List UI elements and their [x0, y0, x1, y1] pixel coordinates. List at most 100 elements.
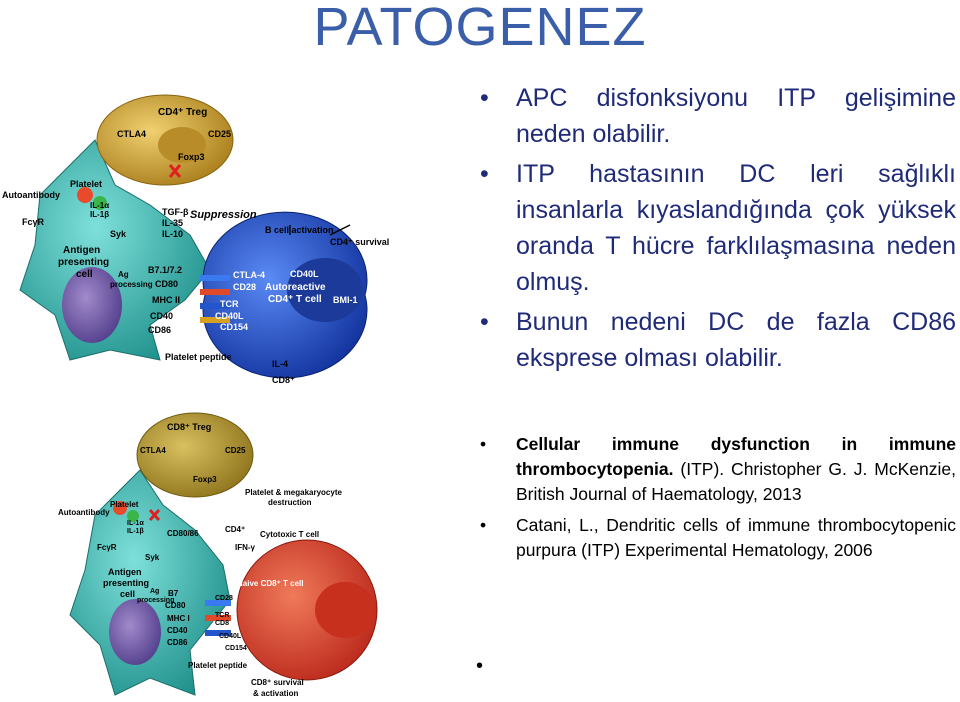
label-treg: CD4⁺ Treg: [158, 107, 207, 118]
bullet-dot: •: [480, 434, 487, 454]
apc-nucleus-2: [109, 599, 161, 665]
label2-cd80: CD80: [165, 601, 186, 610]
label2-destruction-2: destruction: [268, 498, 312, 507]
label2-cd8-survival: CD8⁺ survival: [251, 678, 304, 687]
label2-cd86: CD86: [167, 638, 188, 647]
label-autoreactive: Autoreactive: [265, 282, 326, 293]
label-il35: IL-35: [162, 218, 183, 228]
label2-autoantibody: Autoantibody: [58, 508, 110, 517]
label2-cd4: CD4⁺: [225, 525, 245, 534]
label-b-cell-activation: B cell activation: [265, 225, 334, 235]
naive-cd8-t-cell: [236, 539, 378, 681]
label2-apc2: presenting: [103, 578, 149, 588]
label-syk: Syk: [110, 229, 127, 239]
label-il1a: IL-1α: [90, 201, 109, 210]
label-tgfb: TGF-β: [162, 207, 189, 217]
page-title: PATOGENEZ: [313, 0, 647, 57]
label-suppression: Suppression: [190, 209, 257, 221]
label-cd86: CD86: [148, 325, 171, 335]
main-bullet-list: • APC disfonksiyonu ITP gelişimine neden …: [480, 80, 956, 380]
label-cd40: CD40: [150, 311, 173, 321]
bullet-text: ITP hastasının DC leri sağlıklı insanlar…: [516, 160, 956, 296]
label-autoantibody: Autoantibody: [2, 190, 60, 200]
reference-item: • Cellular immune dysfunction in immune t…: [480, 432, 956, 507]
label2-tcr: TCR: [215, 612, 229, 619]
bullet-dot: •: [480, 515, 487, 535]
reference-citation: Catani, L., Dendritic cells of immune th…: [516, 515, 956, 560]
label2-cd8: CD8: [215, 620, 229, 627]
bullet-text: APC disfonksiyonu ITP gelişimine neden o…: [516, 84, 956, 148]
bullet-dot: •: [480, 160, 489, 188]
apc-nucleus: [62, 267, 122, 343]
label2-fcyr: FcγR: [97, 543, 117, 552]
cd8-treg-cell: [136, 412, 254, 498]
bullet-item: • APC disfonksiyonu ITP gelişimine neden …: [480, 80, 956, 152]
label2-cd154: CD154: [225, 645, 247, 652]
label2-il1b: IL-1β: [127, 528, 144, 535]
label2-mhc: MHC I: [167, 614, 190, 623]
bullet-item: • Bunun nedeni DC de fazla CD86 eksprese…: [480, 304, 956, 376]
label-foxp3: Foxp3: [178, 152, 205, 162]
label2-il1a: IL-1α: [127, 520, 144, 527]
label-ag-processing: processing: [110, 280, 153, 289]
autoreactive-t-cell: [202, 211, 368, 379]
label-ctla4: CTLA4: [117, 129, 146, 139]
label2-destruction-1: Platelet & megakaryocyte: [245, 488, 342, 497]
label-fcyr: FcγR: [22, 217, 45, 227]
label2-apc1: Antigen: [108, 567, 142, 577]
label-cd40l: CD40L: [215, 311, 244, 321]
label-b7: B7.1/7.2: [148, 265, 182, 275]
reference-title: Cellular immune dysfunction in immune th…: [516, 434, 956, 479]
diagram-cd8-treg-pathway: CD8⁺ Treg CTLA4 CD25 Foxp3 Autoantibody …: [58, 412, 378, 698]
label2-cd25: CD25: [225, 446, 246, 455]
reference-item: • Catani, L., Dendritic cells of immune t…: [480, 513, 956, 563]
label-platelet-peptide: Platelet peptide: [165, 352, 232, 362]
label-cd80: CD80: [155, 279, 178, 289]
bullet-dot: •: [480, 308, 489, 336]
bullet-dot: •: [480, 84, 489, 112]
reference-citation: (ITP). Christopher G. J. McKenzie, Briti…: [516, 459, 956, 504]
label-il1b: IL-1β: [90, 210, 109, 219]
label-apc1: Antigen: [63, 245, 100, 256]
bullet-item: • ITP hastasının DC leri sağlıklı insanla…: [480, 156, 956, 300]
label2-ifn-gamma: IFN-γ: [235, 543, 256, 552]
label-il10: IL-10: [162, 229, 183, 239]
label2-activation: & activation: [253, 689, 298, 698]
label-cd4-survival: CD4⁺ survival: [330, 237, 389, 247]
label-cd25: CD25: [208, 129, 231, 139]
label2-cd80-86: CD80/86: [167, 529, 199, 538]
t-cell-nucleus: [287, 258, 363, 322]
label-apc2: presenting: [58, 257, 109, 268]
label2-platelet-peptide: Platelet peptide: [188, 661, 248, 670]
label2-platelet: Platelet: [110, 500, 139, 509]
bullet-text: Bunun nedeni DC de fazla CD86 eksprese o…: [516, 308, 956, 372]
label-ag: Ag: [118, 270, 129, 279]
label2-cd40l: CD40L: [219, 633, 242, 640]
label2-cd28: CD28: [215, 595, 233, 602]
label-cd4-t-cell: CD4⁺ T cell: [268, 294, 322, 305]
label-tcr: TCR: [220, 299, 239, 309]
label-cd40l-top: CD40L: [290, 269, 319, 279]
label2-ag: Ag: [150, 588, 159, 595]
label-mhc: MHC II: [152, 295, 180, 305]
label2-ag-processing: processing: [137, 597, 174, 604]
label-ctla4-t: CTLA-4: [233, 270, 265, 280]
label-bmi1: BMI-1: [333, 295, 358, 305]
label-cd28: CD28: [233, 282, 256, 292]
label2-naive-cd8-t-cell: Naive CD8⁺ T cell: [237, 579, 303, 588]
empty-bullet: •: [476, 655, 484, 677]
label2-apc3: cell: [120, 589, 135, 599]
label2-syk: Syk: [145, 553, 160, 562]
treg-nucleus: [158, 127, 206, 163]
diagram-cd4-treg-pathway: CD4⁺ Treg CTLA4 CD25 Foxp3 Suppression T…: [2, 94, 389, 385]
label2-b7: B7: [168, 589, 179, 598]
label2-ctla4: CTLA4: [140, 446, 166, 455]
label-cd8: CD8⁺: [272, 375, 295, 385]
label2-cytotoxic-t-cell: Cytotoxic T cell: [260, 530, 319, 539]
label2-cd40: CD40: [167, 626, 188, 635]
label-cd154: CD154: [220, 322, 248, 332]
label-platelet: Platelet: [70, 179, 102, 189]
label2-foxp3: Foxp3: [193, 475, 217, 484]
reference-list: • Cellular immune dysfunction in immune t…: [480, 432, 956, 569]
label-il4: IL-4: [272, 359, 288, 369]
